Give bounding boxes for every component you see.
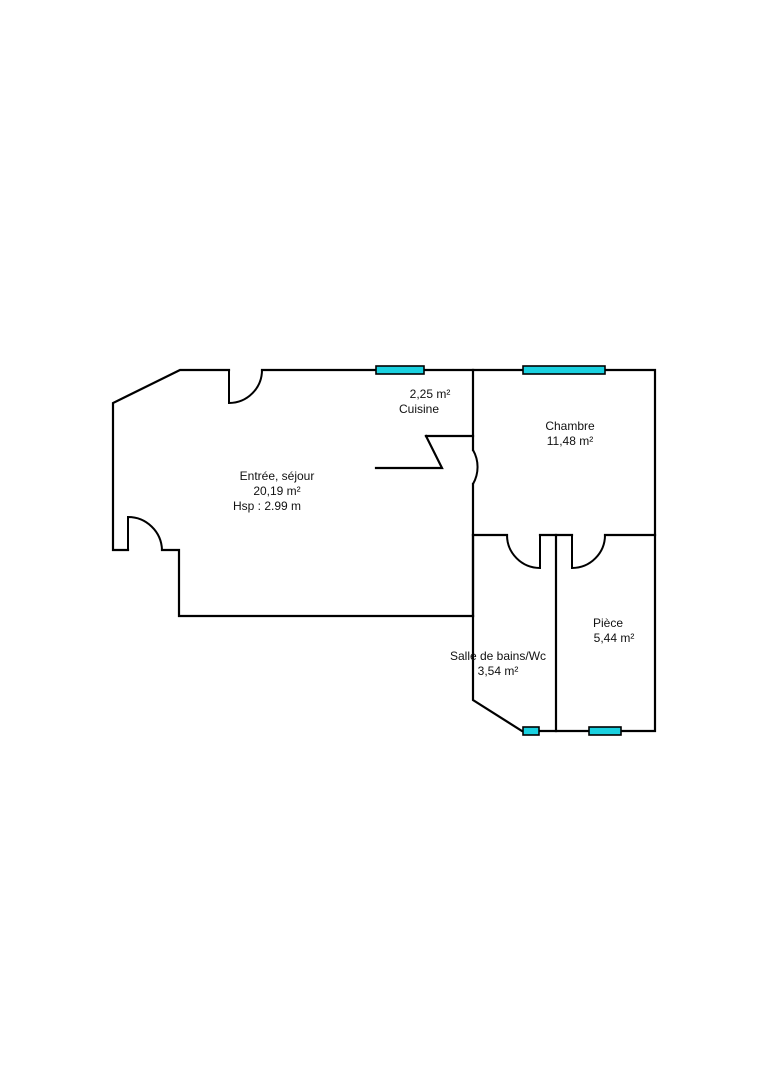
cuisine-name: Cuisine <box>398 402 440 416</box>
room-label-piece: Pièce 5,44 m² <box>574 616 654 646</box>
outer-wall-top-left <box>111 368 231 552</box>
chambre-name: Chambre <box>545 419 595 433</box>
sejour-area: 20,19 m² <box>253 484 301 498</box>
door-entrance-west <box>127 515 163 551</box>
outer-wall-west-bottom <box>160 548 475 618</box>
room-label-sdb: Salle de bains/Wc 3,54 m² <box>437 649 559 679</box>
door-entrance-top <box>228 369 263 405</box>
window-kitchen <box>375 365 425 375</box>
cuisine-area: 2,25 m² <box>409 387 451 401</box>
door-sdb <box>506 534 541 570</box>
door-piece <box>571 534 606 570</box>
window-chambre <box>522 365 606 375</box>
sejour-name: Entrée, séjour <box>239 469 315 483</box>
piece-name: Pièce <box>592 616 624 630</box>
room-label-chambre: Chambre 11,48 m² <box>527 419 613 449</box>
chambre-area: 11,48 m² <box>546 434 594 448</box>
piece-area: 5,44 m² <box>593 631 635 645</box>
sdb-area: 3,54 m² <box>477 664 519 678</box>
wall-kitchen-zigzag <box>374 434 444 470</box>
sejour-height: Hsp : 2.99 m <box>232 499 302 513</box>
room-label-sejour: Entrée, séjour 20,19 m² Hsp : 2.99 m <box>222 469 332 514</box>
window-piece <box>588 726 622 736</box>
room-label-cuisine: 2,25 m² Cuisine <box>390 387 470 417</box>
window-sdb <box>522 726 540 736</box>
sdb-name: Salle de bains/Wc <box>449 649 547 663</box>
door-chambre <box>472 449 479 485</box>
